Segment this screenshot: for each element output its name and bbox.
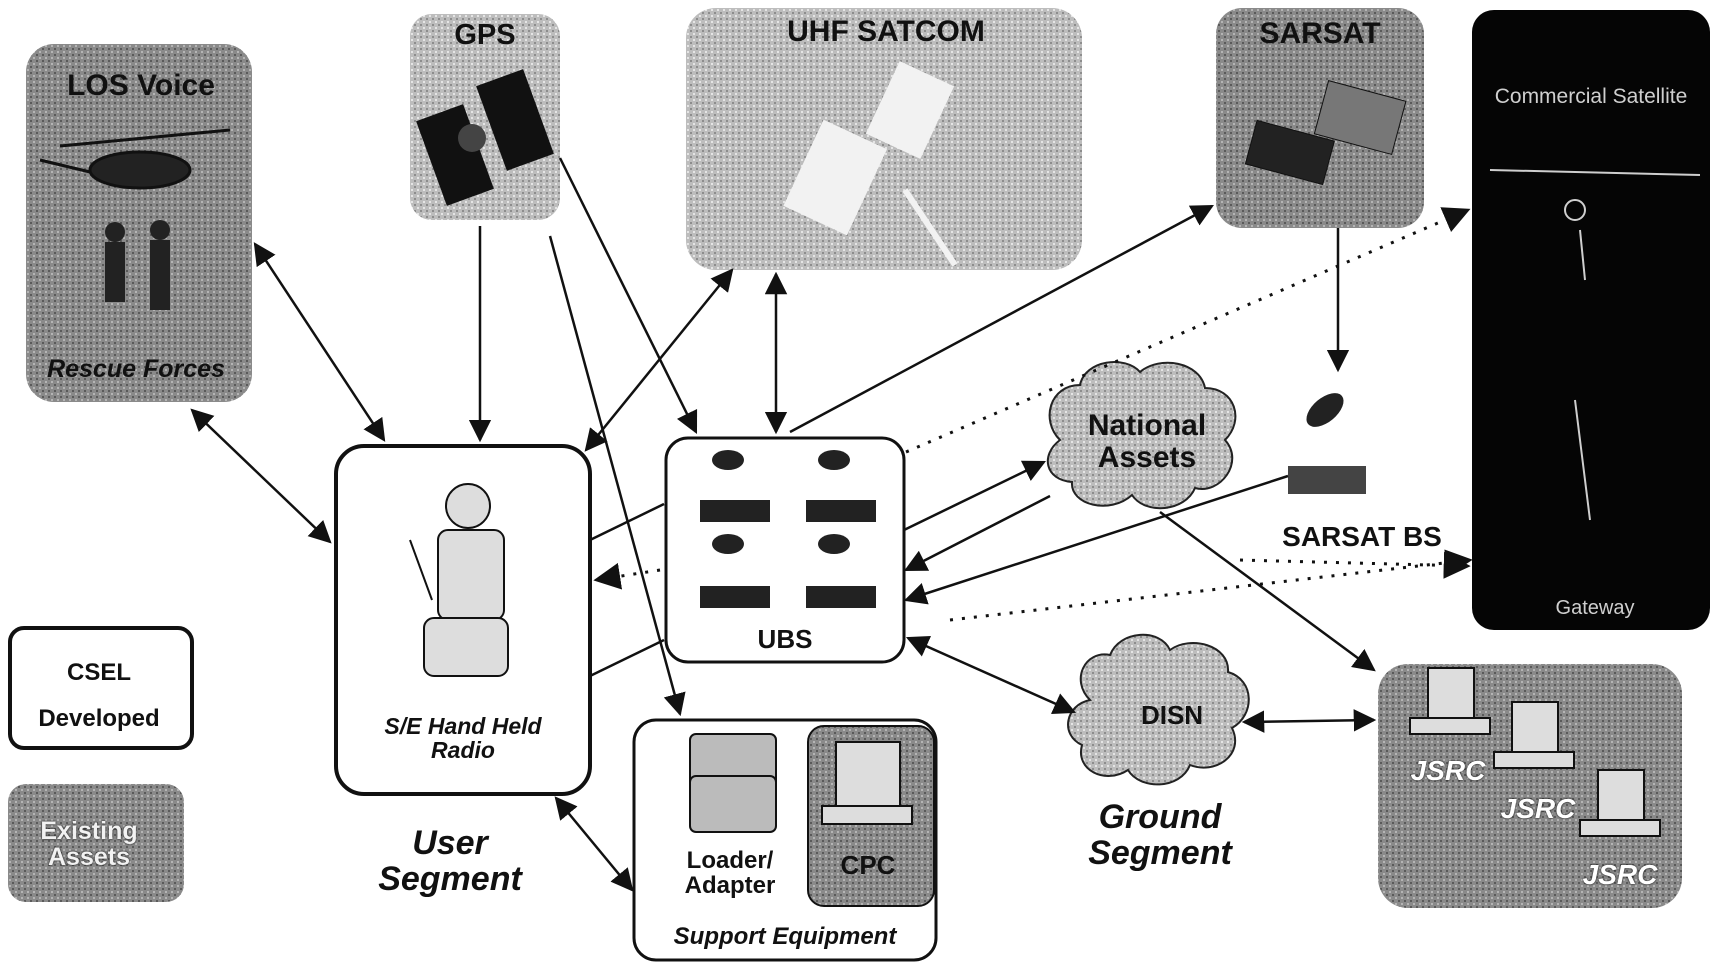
dsin-cloud xyxy=(1067,633,1250,786)
link-sarsatbs-ubs xyxy=(903,474,1289,605)
link-los-handheld xyxy=(253,242,386,442)
sarsat-title: SARSAT xyxy=(1259,17,1381,50)
dotted-connections xyxy=(593,207,1473,622)
commercial-box xyxy=(1472,10,1710,630)
jsrc-label-2: JSRC xyxy=(1500,793,1576,824)
user-segment-label: User Segment xyxy=(378,824,522,898)
helicopter-icon xyxy=(39,128,231,190)
jsrc-computers-icon xyxy=(1409,667,1661,837)
legend-developed-label: CSEL Developed xyxy=(38,659,160,732)
link-handheld-support xyxy=(554,796,634,892)
link-handheld-ubs-top xyxy=(589,502,665,542)
link-ubs-dsin xyxy=(905,635,1077,715)
disn-title: DISN xyxy=(1140,700,1204,730)
connections xyxy=(190,157,1377,892)
handheld-title: S/E Hand Held Radio xyxy=(384,713,542,764)
sarsat-bs-antenna-icon xyxy=(1288,393,1366,494)
commercial-satellite-icon xyxy=(1489,169,1701,521)
ground-segment-label: Ground Segment xyxy=(1088,798,1232,872)
legend-developed-swatch xyxy=(8,626,194,750)
uhf-satellite-icon xyxy=(783,61,958,267)
cpc-title: CPC xyxy=(840,850,896,880)
link-rescue-handheld xyxy=(190,408,332,544)
link-gps-ubs xyxy=(558,157,698,435)
ubs-antennas-icon xyxy=(700,450,876,608)
legend-existing-swatch xyxy=(8,784,184,902)
rescue-forces-caption: Rescue Forces xyxy=(47,355,225,383)
link-national-ubs xyxy=(903,494,1051,572)
national-assets-cloud xyxy=(1046,361,1237,510)
loader-icon xyxy=(689,733,777,833)
jsrc-label-1: JSRC xyxy=(1410,755,1486,786)
jsrc-label-3: JSRC xyxy=(1582,859,1658,890)
link-ubs-national xyxy=(903,460,1047,532)
link-national-jsrc xyxy=(1159,510,1376,672)
sarsat-satellite-icon xyxy=(1244,79,1407,186)
cpc-computer-icon xyxy=(821,741,913,825)
gps-title: GPS xyxy=(454,19,516,51)
link-handheld-ubs-bottom xyxy=(589,638,665,678)
link-gps-support xyxy=(548,235,686,717)
sarsat-bs-title: SARSAT BS xyxy=(1282,521,1442,552)
soldiers-icon xyxy=(105,220,170,310)
los-voice-title: LOS Voice xyxy=(67,69,215,102)
legend-existing-label: Existing Assets xyxy=(40,817,138,872)
uhf-satcom-title: UHF SATCOM xyxy=(787,15,985,48)
link-ubs-sarsat xyxy=(789,204,1214,434)
ubs-title: UBS xyxy=(757,624,813,654)
national-assets-title: National Assets xyxy=(1087,409,1207,474)
gps-satellite-icon xyxy=(416,69,554,206)
link-handheld-uhf xyxy=(584,268,734,452)
support-equipment-caption: Support Equipment xyxy=(673,923,897,950)
commercial-title: Commercial Satellite xyxy=(1494,85,1688,108)
soldier-radio-icon xyxy=(409,483,509,677)
loader-title: Loader/ Adapter xyxy=(684,847,776,900)
gateway-caption: Gateway xyxy=(1555,597,1635,619)
link-dsin-jsrc xyxy=(1241,709,1377,733)
